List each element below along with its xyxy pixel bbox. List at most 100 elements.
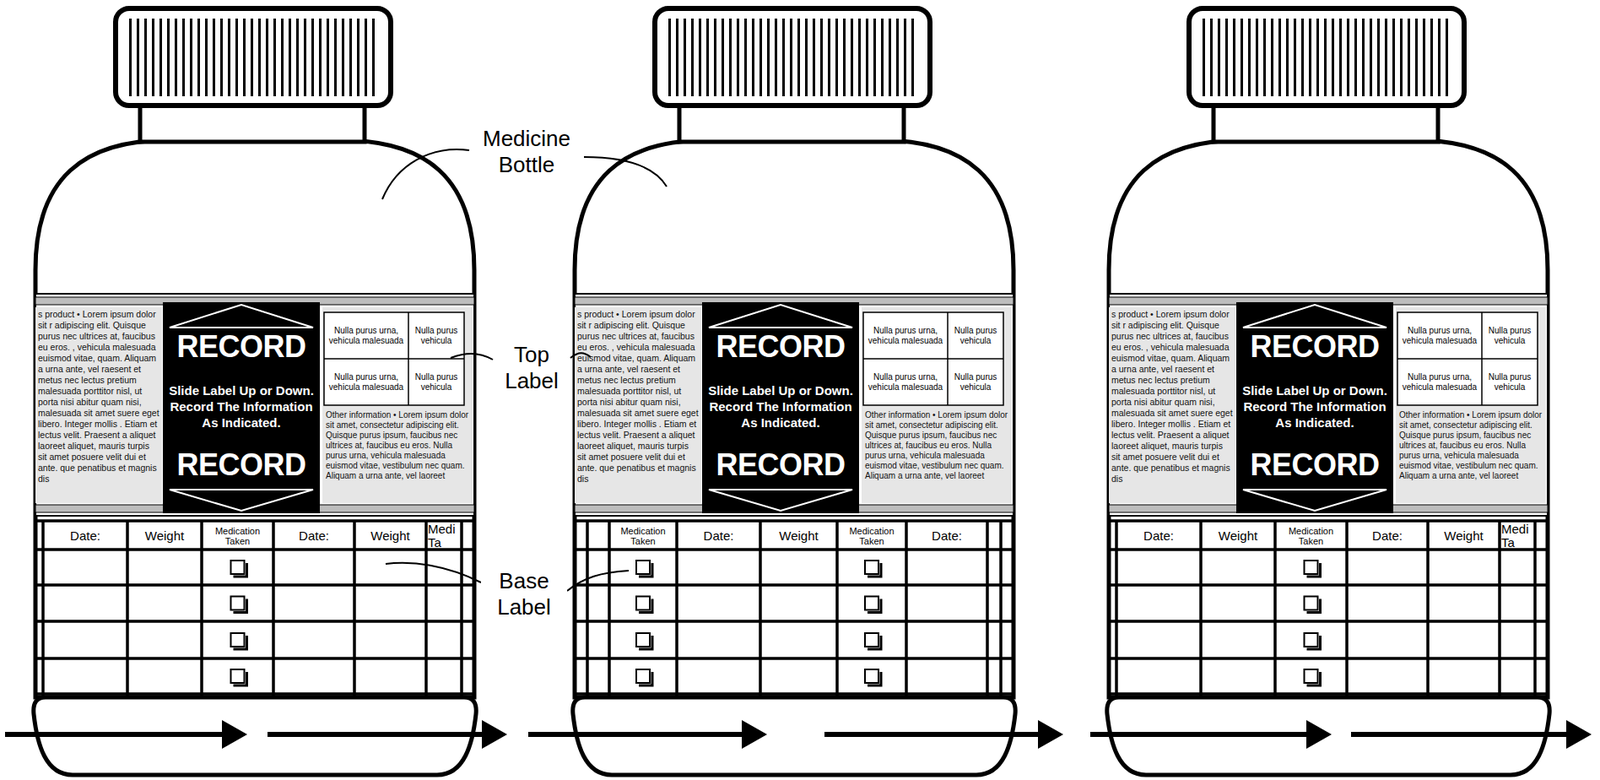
column-header: Weight [129,522,200,549]
record-panel: RECORD Slide Label Up or Down. Record The… [1236,302,1394,514]
table-rule [459,520,464,698]
checkbox [1304,632,1319,647]
arrow-head [741,719,768,749]
slide-arrow [528,731,747,737]
panel-instructions: Slide Label Up or Down. Record The Infor… [1242,382,1388,431]
label-paragraph: s product • Lorem ipsum dolor sit r adip… [1111,308,1233,485]
record-heading: RECORD [176,448,306,482]
top-label [1108,293,1548,516]
column-header: Medi Ta [427,522,460,549]
record-heading: RECORD [1249,448,1379,482]
checkbox [231,632,245,647]
leader-line [450,353,493,360]
table-cell: Nulla purus urna, vehicula malesuada [864,313,946,357]
text-panel [322,408,473,503]
up-arrow [708,304,853,328]
record-panel: RECORDSlide Label Up or Down. Record The… [162,302,320,514]
up-arrow [1243,304,1387,328]
column-header: Medication Taken [1276,522,1346,549]
down-arrow [708,489,853,511]
medicine-bottle [1107,8,1550,775]
table-cell: Nulla purus urna, vehicula malesuada [864,360,946,404]
info-table [324,312,465,406]
checkbox [1304,560,1319,574]
checkbox [636,596,650,611]
table-rule [352,520,357,698]
table-rule [607,520,611,698]
text-panel [35,307,163,503]
drawing-stroke [324,357,465,360]
text-panel [1395,307,1546,409]
table-rule [1108,547,1548,552]
column-header: Weight [1202,522,1274,549]
column-header: Weight [1429,522,1498,549]
table-cell: Nulla purus vehicula [410,360,463,404]
checkbox [1304,669,1319,683]
column-header: Medication Taken [610,522,676,549]
table-cell: Nulla purus urna, vehicula malesuada [325,360,407,404]
column-header: Weight [356,522,425,549]
arrow-head [481,719,508,749]
table-cell: Nulla purus vehicula [949,360,1002,404]
label-paragraph: Other information • Lorem ipsum dolor si… [864,410,1009,482]
bottle-cap [1189,8,1465,106]
bottle-neck [1213,102,1438,142]
checkbox [231,596,245,611]
column-header: Date: [44,522,126,549]
checkbox [1304,596,1319,611]
checkbox [864,560,879,574]
table-rule [985,520,990,698]
panel-instructions: Slide Label Up or Down. Record The Infor… [708,382,854,431]
top-label [574,293,1014,516]
slide-arrow [1090,731,1312,737]
table-rule [585,520,590,698]
bottle-body [35,140,475,698]
table-rule [125,520,130,698]
table-rule [574,547,1014,552]
medicine-bottle [572,8,1016,775]
table-cell: Nulla purus vehicula [1483,360,1536,404]
table-cell: Nulla purus vehicula [410,313,463,357]
checkbox [864,596,879,611]
text-panel [861,307,1012,409]
table-rule [1108,583,1548,587]
table-rule [41,520,45,698]
slide-arrow [1351,731,1572,737]
slide-arrow [5,731,228,737]
table-rule [1108,691,1548,696]
table-rule [1108,656,1548,660]
table-rule [424,520,428,698]
column-header: Date: [1118,522,1200,549]
arrow-head [1306,719,1332,749]
cap-knurling [667,18,919,97]
bottle-body [1108,140,1548,698]
table-rule [200,520,204,698]
down-arrow [1243,489,1387,511]
text-panel [1395,408,1546,503]
leader-line [583,156,667,187]
table-rule [999,520,1003,698]
table-rule [1273,520,1277,698]
table-rule [574,656,1014,660]
table-rule [1426,520,1430,698]
table-rule [35,656,475,660]
up-arrow [169,304,314,328]
checkbox [231,669,245,683]
checkbox [636,560,650,574]
table-rule [1199,520,1203,698]
table-rule [1533,520,1537,698]
bottle-neck [140,102,365,142]
info-table [863,312,1004,406]
table-cell: Nulla purus vehicula [1483,313,1536,357]
table-cell: Nulla purus urna, vehicula malesuada [1399,313,1481,357]
table-rule [758,520,763,698]
leader-line [385,562,482,583]
table-rule [1108,619,1548,623]
cap-knurling [128,18,379,97]
callout-label: Base Label [481,567,568,622]
table-rule [574,583,1014,587]
table-cell: Nulla purus urna, vehicula malesuada [325,313,407,357]
column-header: Weight [762,522,836,549]
arrow-head [1037,719,1064,749]
table-rule [35,518,475,523]
